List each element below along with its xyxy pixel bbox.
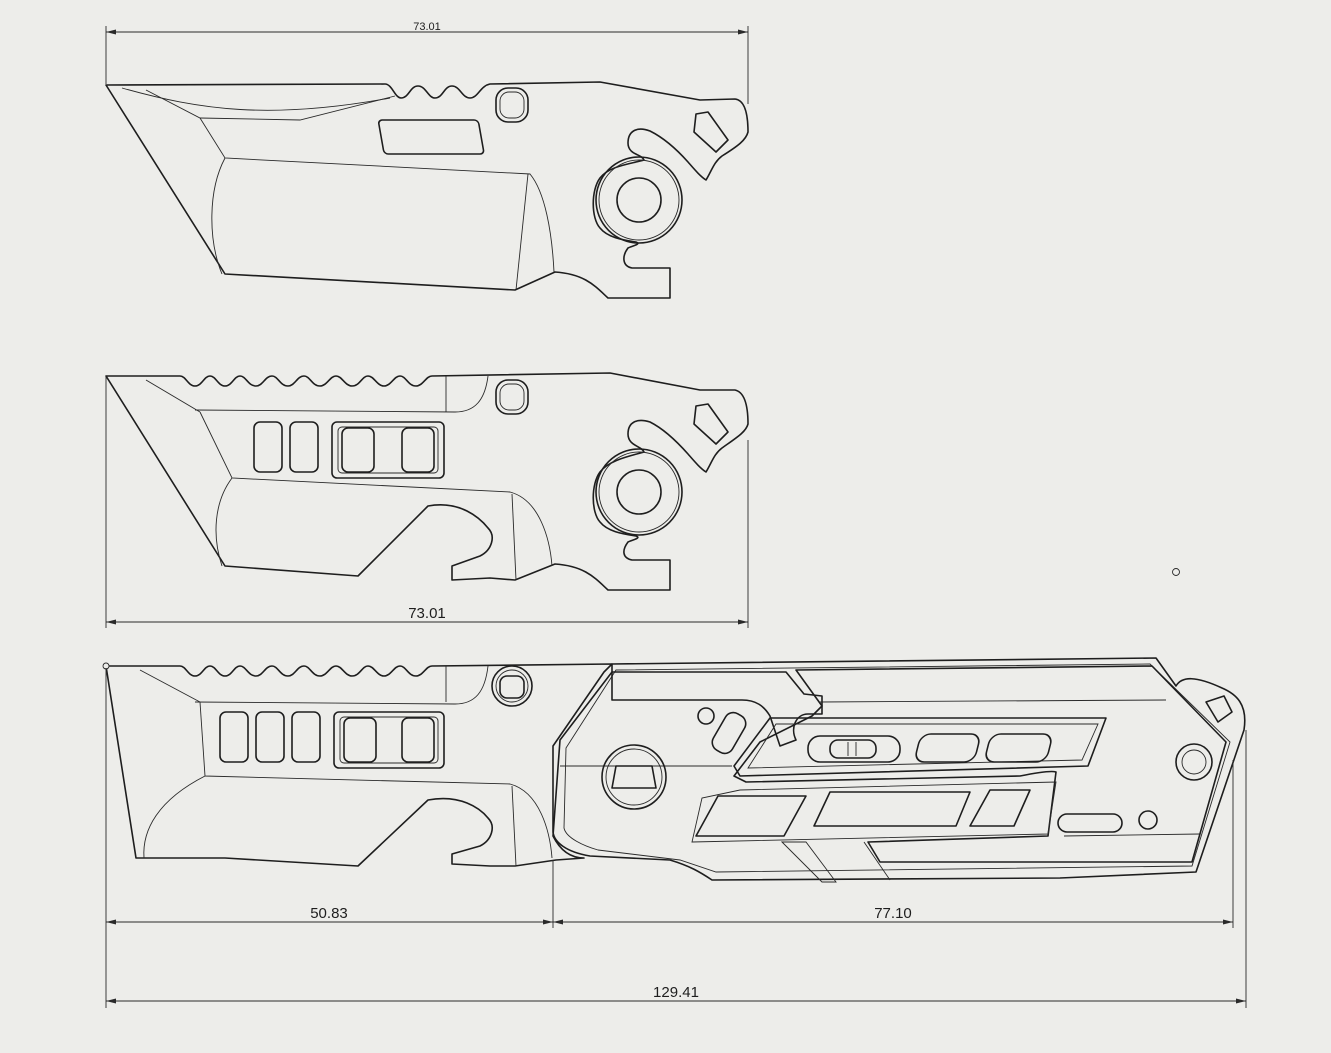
lightening-window [333, 711, 445, 769]
lightening-slot [377, 119, 485, 155]
lightening-window [331, 421, 445, 479]
blade-secondary-grind [215, 477, 233, 567]
lanyard-hole [693, 111, 729, 153]
thumb-stud-hole-inner [499, 383, 525, 411]
handle-slot [915, 733, 980, 763]
dimension-label: 50.83 [310, 905, 348, 922]
handle-slot-lower [695, 795, 807, 837]
lightening-window-inner [337, 426, 439, 474]
blade-ricasso-line [515, 173, 529, 291]
lightening-window-inner [339, 716, 439, 764]
dimension-handle-77-10: 77.10 [553, 760, 1234, 928]
handle-inner-outline [563, 663, 1231, 873]
dimension-label: 129.41 [653, 984, 699, 1001]
handle-slot [985, 733, 1052, 763]
pivot-screw-slot [611, 765, 657, 789]
handle-line [1063, 833, 1201, 837]
blade-tip-bevel [145, 379, 201, 413]
handle-window-long-inner [747, 723, 1099, 769]
dimension-label: 73.01 [413, 21, 441, 33]
dimension-blade-50-83: 50.83 [105, 668, 554, 1008]
handle-window-long [733, 717, 1107, 777]
construction-point [1172, 568, 1180, 576]
handle-slot-small [1057, 813, 1123, 833]
pivot-hole-outer [595, 156, 683, 244]
lanyard-hole [1205, 695, 1233, 723]
dimension-overall-129-41: 129.41 [106, 730, 1247, 1008]
lightening-slot [253, 421, 283, 473]
lightening-slot [401, 427, 435, 473]
pivot-screw [601, 744, 667, 810]
lightening-slot [219, 711, 249, 763]
dimension-label: 77.10 [874, 905, 912, 922]
dimension-top-73-01: 73.01 [105, 21, 749, 104]
handle-slot-lower [813, 791, 971, 827]
thumb-stud-hole [495, 379, 529, 415]
dimension-label: 73.01 [408, 605, 446, 622]
pivot-hole-outer [595, 448, 683, 536]
blade-grind-line [199, 701, 553, 859]
thumb-stud-ring [495, 669, 529, 703]
lanyard-hole [693, 403, 729, 445]
handle-slot [711, 711, 747, 755]
blade-outline [105, 372, 749, 591]
lightening-slot [401, 717, 435, 763]
blade-ricasso-line [511, 785, 517, 867]
assembly-view: 50.83 77.10 129.41 [102, 657, 1247, 1008]
dimension-bottom-73-01: 73.01 [105, 376, 749, 628]
handle-scale-top [611, 671, 823, 747]
handle-line [819, 699, 1167, 703]
lightening-slot [289, 421, 319, 473]
handle-slot-switch [807, 735, 901, 763]
blade-grind-line [199, 411, 553, 567]
handle-pin [697, 707, 715, 725]
pivot-hole-ring [598, 159, 680, 241]
blade-tip-bevel [145, 89, 396, 121]
blade-spine-bevel [194, 665, 489, 705]
lightening-slot [255, 711, 285, 763]
pivot-hole-inner [616, 469, 662, 515]
blade-secondary-grind [143, 775, 206, 859]
handle-slot-lower-frame [691, 781, 1057, 843]
thumb-stud-hole-inner [499, 91, 525, 119]
blade-grind-line [199, 117, 555, 273]
blade-ricasso-line [511, 493, 517, 581]
blade-spine-bevel [121, 87, 391, 111]
thumb-stud-hole [499, 675, 525, 699]
pivot-screw-ring [605, 748, 663, 806]
handle-scale-main [733, 665, 1227, 863]
blade-spine-bevel [194, 375, 489, 413]
liner-tab-line [863, 841, 891, 881]
lightening-slot [341, 427, 375, 473]
handle-slot-lower [969, 789, 1031, 827]
blade-secondary-grind [211, 157, 226, 275]
liner-tab [780, 841, 837, 883]
blade-view-1: 73.01 [105, 21, 749, 299]
thumb-stud [491, 665, 533, 707]
lightening-slot [343, 717, 377, 763]
pivot-hole-inner [616, 177, 662, 223]
blade-outline [105, 663, 613, 867]
blade-tip-bevel [139, 669, 201, 703]
handle-rear-pin-ring [1181, 749, 1207, 775]
pivot-hole-ring [598, 451, 680, 533]
lightening-slot [291, 711, 321, 763]
handle-outline [552, 657, 1246, 881]
handle-rear-pin [1175, 743, 1213, 781]
handle-pin [1138, 810, 1158, 830]
blade-view-2: 73.01 [105, 372, 749, 628]
thumb-stud-hole [495, 87, 529, 123]
handle-switch-thumb [829, 739, 877, 759]
blade-outline [105, 81, 749, 299]
